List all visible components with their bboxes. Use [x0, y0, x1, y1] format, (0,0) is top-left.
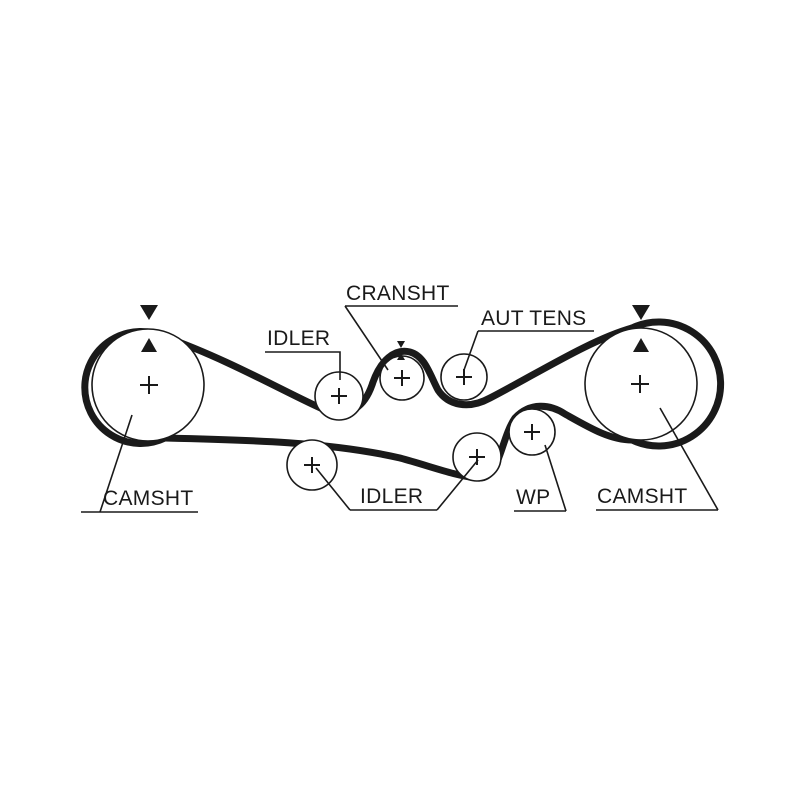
water-pump-pulley	[508, 408, 556, 456]
leader-lines	[81, 305, 719, 513]
timing-mark-right-outer	[632, 305, 650, 320]
timing-mark-crank-inner	[397, 353, 405, 360]
timing-mark-right-inner	[633, 338, 649, 352]
label-auto-tensioner: AUT TENS	[481, 307, 586, 330]
idler-pulley-bottom-left	[286, 439, 338, 491]
auto-tensioner-pulley	[440, 353, 488, 401]
idler-pulley-top	[314, 371, 364, 421]
timing-mark-left-inner	[141, 338, 157, 352]
label-camshaft-right: CAMSHT	[597, 485, 687, 508]
label-idler-top: IDLER	[267, 327, 330, 350]
label-crankshaft: CRANSHT	[346, 282, 450, 305]
label-water-pump: WP	[516, 486, 550, 509]
timing-marks	[140, 305, 650, 360]
camshaft-pulley-right	[584, 327, 698, 441]
label-camshaft-left: CAMSHT	[103, 487, 193, 510]
timing-mark-crank-outer	[397, 341, 405, 348]
label-idler-bottom: IDLER	[360, 485, 423, 508]
camshaft-pulley-left	[91, 328, 205, 442]
crankshaft-pulley	[379, 355, 425, 401]
idler-pulley-bottom-right	[452, 432, 502, 482]
timing-mark-left-outer	[140, 305, 158, 320]
